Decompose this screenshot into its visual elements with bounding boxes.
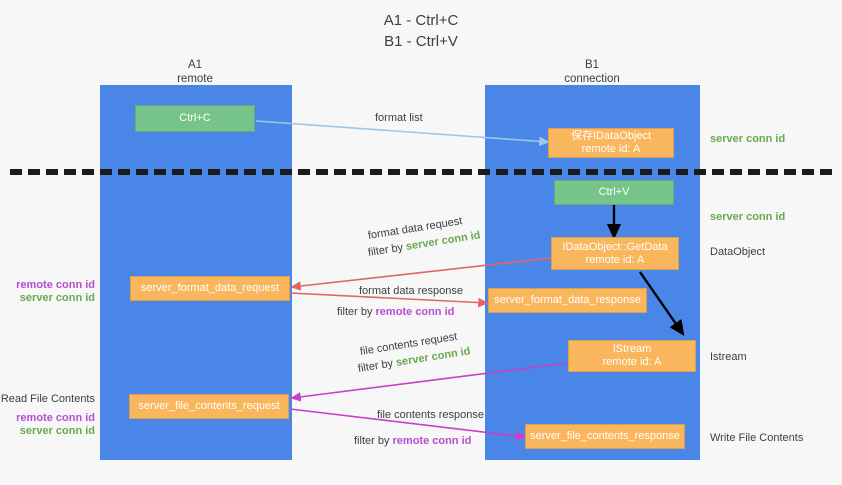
annotation-read-file-contents: Read File Contents [0, 393, 95, 405]
filter-value-remote-conn-id: remote conn id [375, 306, 455, 318]
filter-prefix: filter by [354, 435, 393, 447]
box-save-idataobject[interactable]: 保存IDataObject remote id: A [548, 128, 674, 158]
box-ctrl-c-label: Ctrl+C [179, 112, 211, 124]
filter-prefix: filter by [337, 306, 376, 318]
box-ctrl-v[interactable]: Ctrl+V [554, 180, 674, 205]
box-server-file-contents-request-label: server_file_contents_request [138, 400, 280, 412]
diagram-title: A1 - Ctrl+C B1 - Ctrl+V [0, 10, 842, 52]
box-idataobject-getdata[interactable]: IDataObject::GetData remote id: A [551, 237, 679, 270]
annotation-server-conn-id-upper: server conn id [19, 292, 95, 304]
column-a1-role: remote [177, 73, 213, 85]
box-server-format-data-request[interactable]: server_format_data_request [130, 276, 290, 301]
edge-label-format-data-response: format data response [359, 285, 463, 297]
box-server-file-contents-response[interactable]: server_file_contents_response [525, 424, 685, 449]
box-getdata-line1: IDataObject::GetData [562, 240, 668, 253]
box-server-file-contents-response-label: server_file_contents_response [530, 430, 680, 442]
filter-value-remote-conn-id: remote conn id [392, 435, 472, 447]
column-header-a1: A1 remote [125, 58, 265, 86]
annotation-server-conn-id-lower: server conn id [19, 425, 95, 437]
annotation-istream: Istream [710, 351, 747, 363]
column-b1-name: B1 [584, 59, 600, 71]
box-save-idataobject-line1: 保存IDataObject [570, 130, 652, 142]
edge-label-file-contents-response-filter: filter by remote conn id [354, 434, 471, 448]
title-line-1: A1 - Ctrl+C [383, 12, 459, 29]
box-ctrl-v-label: Ctrl+V [598, 186, 630, 198]
box-server-file-contents-request[interactable]: server_file_contents_request [129, 394, 289, 419]
box-save-idataobject-line2: remote id: A [581, 143, 641, 155]
edge-label-format-list: format list [375, 112, 423, 124]
box-istream-line1: IStream [612, 343, 652, 355]
box-server-format-data-request-label: server_format_data_request [140, 282, 280, 294]
annotation-remote-conn-id-upper: remote conn id [16, 279, 95, 291]
annotation-server-conn-id-top: server conn id [710, 133, 786, 145]
annotation-write-file-contents: Write File Contents [710, 432, 804, 444]
filter-prefix: filter by [367, 241, 407, 259]
title-line-2: B1 - Ctrl+V [384, 33, 458, 50]
box-ctrl-c[interactable]: Ctrl+C [135, 105, 255, 132]
column-b1-role: connection [564, 73, 620, 85]
filter-prefix: filter by [357, 357, 397, 375]
annotation-dataobject: DataObject [710, 246, 766, 258]
box-getdata-line2: remote id: A [585, 253, 645, 266]
annotation-remote-conn-id-lower: remote conn id [16, 412, 95, 424]
edge-label-file-contents-response: file contents response [377, 409, 485, 421]
box-server-format-data-response[interactable]: server_format_data_response [488, 288, 647, 313]
column-a1-name: A1 [187, 59, 203, 71]
trust-boundary-divider [10, 169, 832, 175]
box-istream[interactable]: IStream remote id: A [568, 340, 696, 372]
column-header-b1: B1 connection [522, 58, 662, 86]
annotation-server-conn-id-mid: server conn id [710, 211, 786, 223]
edge-label-format-data-response-filter: filter by remote conn id [337, 305, 454, 319]
box-server-format-data-response-label: server_format_data_response [494, 294, 641, 306]
box-istream-line2: remote id: A [602, 356, 662, 368]
